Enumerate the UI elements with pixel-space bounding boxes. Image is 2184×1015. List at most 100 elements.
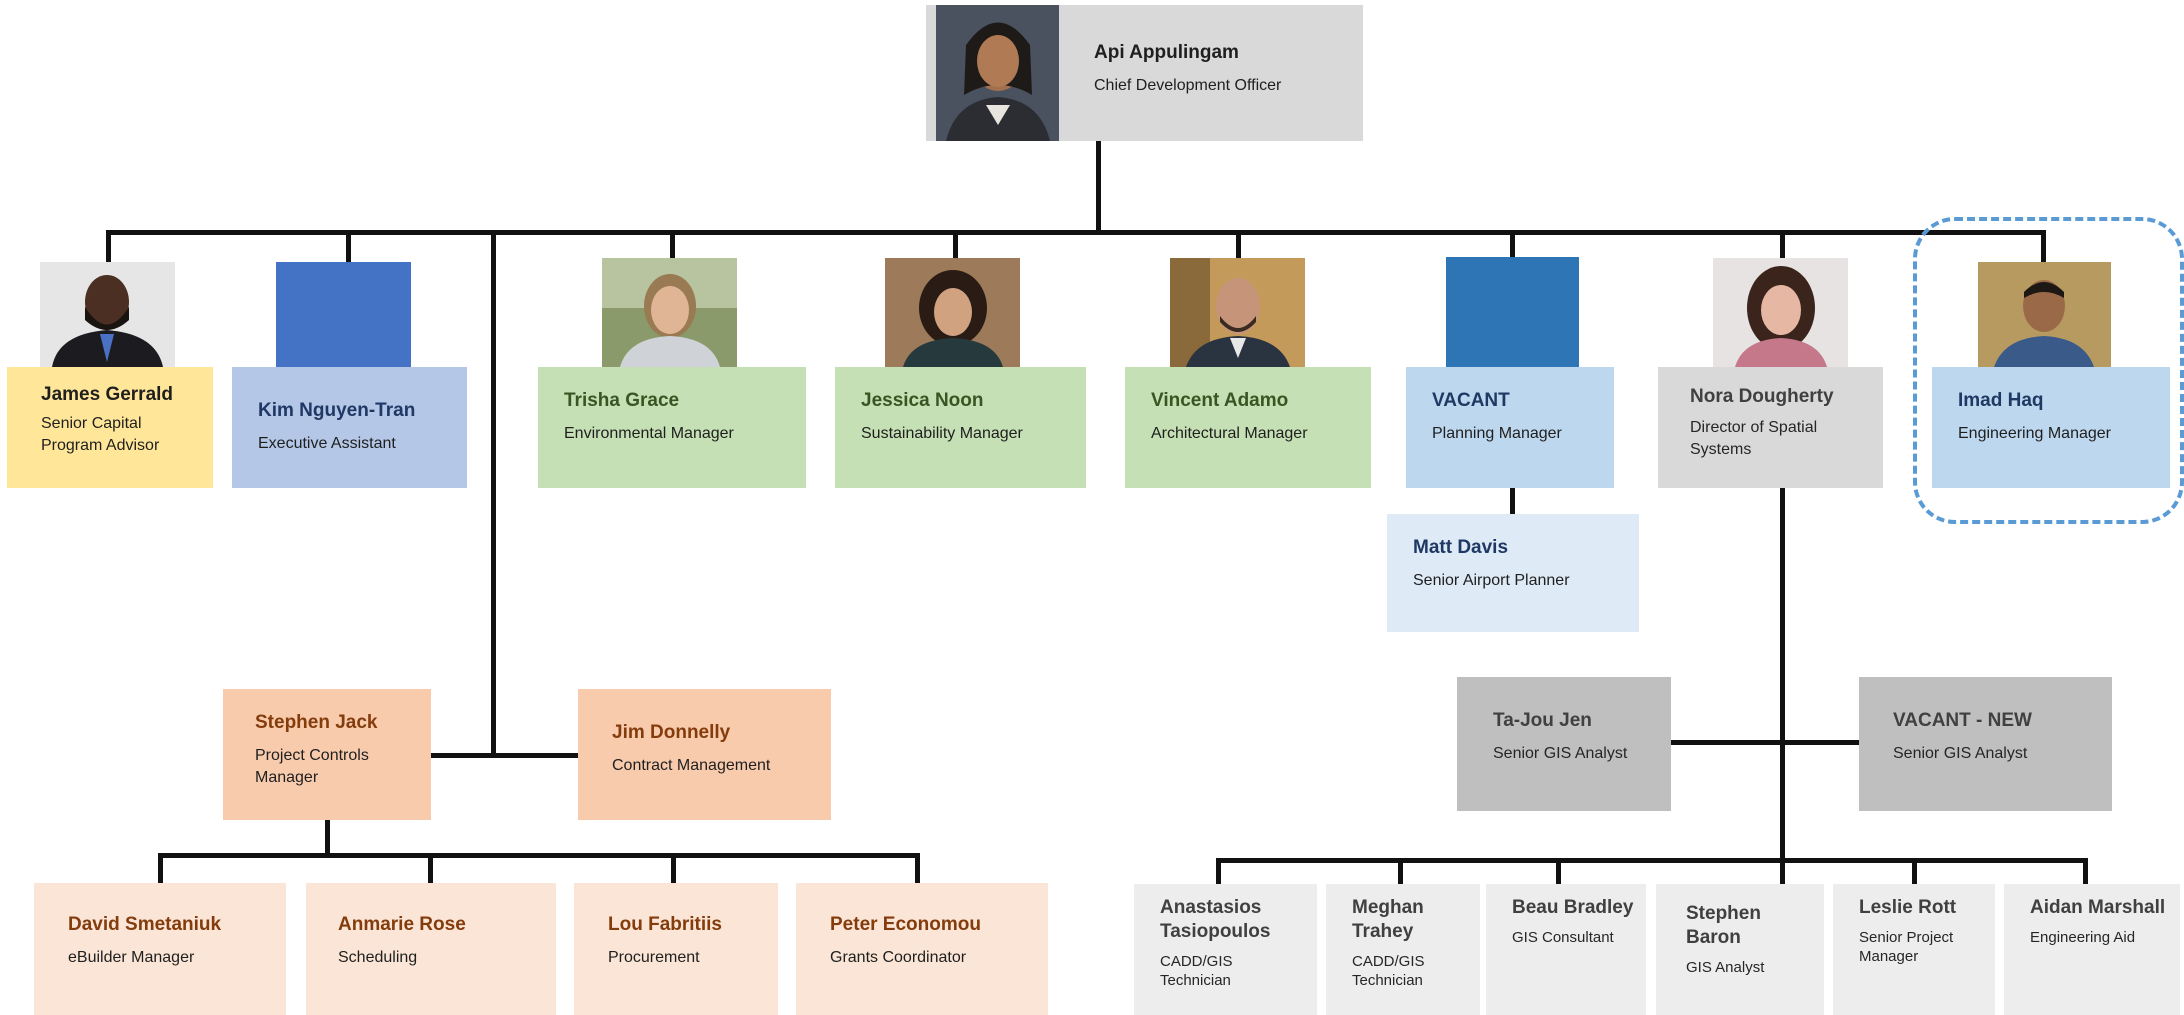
person-photo-icon bbox=[1170, 258, 1305, 367]
person-photo-icon bbox=[885, 258, 1020, 367]
node-title: Procurement bbox=[608, 949, 700, 966]
node-jessica: Jessica Noon Sustainability Manager bbox=[835, 367, 1086, 488]
node-james: James Gerrald Senior Capital Program Adv… bbox=[7, 367, 213, 488]
connector-drop-james bbox=[106, 230, 111, 262]
connector-drop-beau bbox=[1556, 858, 1561, 884]
node-name: Kim Nguyen-Tran bbox=[258, 400, 416, 421]
node-title: Chief Development Officer bbox=[1094, 77, 1282, 94]
node-title: Architectural Manager bbox=[1151, 425, 1308, 442]
node-name: Leslie Rott bbox=[1859, 897, 1957, 918]
node-title: Executive Assistant bbox=[258, 435, 396, 452]
node-name: Trisha Grace bbox=[564, 390, 680, 411]
person-photo-icon bbox=[936, 5, 1059, 141]
node-title: Senior GIS Analyst bbox=[1493, 745, 1628, 762]
connector-drop-stephen-baron bbox=[1780, 858, 1785, 884]
placeholder-photo-icon bbox=[276, 262, 411, 367]
node-name: James Gerrald bbox=[41, 384, 174, 405]
node-title: CADD/GIS Technician bbox=[1352, 953, 1425, 989]
connector-gis-bar bbox=[1670, 740, 1860, 745]
node-stephen-baron: Stephen Baron GIS Analyst bbox=[1656, 884, 1824, 1015]
node-name: VACANT - NEW bbox=[1893, 710, 2032, 731]
node-name: Vincent Adamo bbox=[1151, 390, 1289, 411]
node-title: Engineering Manager bbox=[1958, 425, 2111, 442]
node-meghan: Meghan Trahey CADD/GIS Technician bbox=[1326, 884, 1480, 1015]
node-title: GIS Consultant bbox=[1512, 929, 1614, 946]
node-aidan: Aidan Marshall Engineering Aid bbox=[2004, 884, 2180, 1015]
node-name: Anmarie Rose bbox=[338, 914, 466, 935]
node-leslie: Leslie Rott Senior Project Manager bbox=[1833, 884, 1995, 1015]
node-jim: Jim Donnelly Contract Management bbox=[578, 689, 831, 820]
node-title: Senior Capital Program Advisor bbox=[41, 415, 160, 454]
node-title: Engineering Aid bbox=[2030, 929, 2136, 946]
connector-drop-leslie bbox=[1912, 858, 1917, 884]
node-anmarie: Anmarie Rose Scheduling bbox=[306, 883, 556, 1015]
node-title: Contract Management bbox=[612, 757, 771, 774]
node-title: Sustainability Manager bbox=[861, 425, 1023, 442]
node-title: CADD/GIS Technician bbox=[1160, 953, 1233, 989]
connector-drop-trisha bbox=[670, 230, 675, 262]
connector-drop-peter bbox=[915, 853, 920, 883]
connector-drop-aidan bbox=[2083, 858, 2088, 884]
node-title: eBuilder Manager bbox=[68, 949, 195, 966]
connector-drop-david bbox=[158, 853, 163, 883]
node-title: Environmental Manager bbox=[564, 425, 734, 442]
connector-drop-nora bbox=[1780, 230, 1785, 262]
connector-stephen-down bbox=[325, 820, 330, 853]
node-name: Jessica Noon bbox=[861, 390, 984, 411]
connector-nora-trunk bbox=[1780, 488, 1785, 861]
connector-drop-lou bbox=[671, 853, 676, 883]
node-name: Nora Dougherty bbox=[1690, 386, 1834, 407]
node-name: VACANT bbox=[1432, 390, 1510, 411]
person-photo-icon bbox=[1978, 262, 2111, 367]
node-imad: Imad Haq Engineering Manager bbox=[1932, 367, 2170, 488]
node-name: Matt Davis bbox=[1413, 537, 1509, 558]
node-name: Beau Bradley bbox=[1512, 897, 1634, 918]
connector-stephen-bus bbox=[158, 853, 920, 858]
node-name: Peter Economou bbox=[830, 914, 981, 935]
node-title: GIS Analyst bbox=[1686, 959, 1765, 976]
node-beau: Beau Bradley GIS Consultant bbox=[1486, 884, 1646, 1015]
node-name: Jim Donnelly bbox=[612, 722, 731, 743]
node-lou: Lou Fabritiis Procurement bbox=[574, 883, 778, 1015]
connector-drop-kim bbox=[346, 230, 351, 262]
connector-drop-anastasios bbox=[1216, 858, 1221, 884]
node-david: David Smetaniuk eBuilder Manager bbox=[34, 883, 286, 1015]
node-name: Imad Haq bbox=[1958, 390, 2044, 411]
node-anastasios: Anastasios Tasiopoulos CADD/GIS Technici… bbox=[1134, 884, 1317, 1015]
node-trisha: Trisha Grace Environmental Manager bbox=[538, 367, 806, 488]
connector-drop-meghan bbox=[1398, 858, 1403, 884]
connector-vacant-matt bbox=[1510, 488, 1515, 514]
node-title: Scheduling bbox=[338, 949, 418, 966]
node-title: Senior GIS Analyst bbox=[1893, 745, 2028, 762]
person-photo-icon bbox=[1713, 258, 1848, 367]
node-vincent: Vincent Adamo Architectural Manager bbox=[1125, 367, 1371, 488]
node-name: David Smetaniuk bbox=[68, 914, 222, 935]
connector-controls-trunk bbox=[491, 230, 496, 757]
node-name: Anastasios Tasiopoulos bbox=[1160, 897, 1271, 942]
node-title: Planning Manager bbox=[1432, 425, 1562, 442]
node-title: Director of Spatial Systems bbox=[1690, 419, 1818, 458]
node-name: Stephen Jack bbox=[255, 712, 378, 733]
placeholder-photo-icon bbox=[1446, 257, 1579, 367]
node-vacant-planning: VACANT Planning Manager bbox=[1406, 367, 1614, 488]
node-title: Grants Coordinator bbox=[830, 949, 967, 966]
connector-main-bus bbox=[106, 230, 2046, 235]
node-name: Ta-Jou Jen bbox=[1493, 710, 1592, 731]
person-photo-icon bbox=[40, 262, 175, 367]
highlight-frame bbox=[1913, 217, 2184, 524]
node-kim: Kim Nguyen-Tran Executive Assistant bbox=[232, 367, 467, 488]
connector-controls-bar bbox=[430, 753, 580, 758]
node-name: Aidan Marshall bbox=[2030, 897, 2166, 918]
node-name: Api Appulingam bbox=[1094, 42, 1239, 63]
node-vacant-new: VACANT - NEW Senior GIS Analyst bbox=[1859, 677, 2112, 811]
connector-drop-anmarie bbox=[428, 853, 433, 883]
node-title: Project Controls Manager bbox=[255, 747, 369, 786]
connector-drop-vincent bbox=[1236, 230, 1241, 262]
connector-drop-jessica bbox=[953, 230, 958, 262]
node-name: Stephen Baron bbox=[1686, 903, 1761, 948]
connector-nora-bus bbox=[1216, 858, 2087, 863]
connector-drop-vacant bbox=[1510, 230, 1515, 262]
connector-drop-imad bbox=[2041, 230, 2046, 262]
node-tajou: Ta-Jou Jen Senior GIS Analyst bbox=[1457, 677, 1671, 811]
